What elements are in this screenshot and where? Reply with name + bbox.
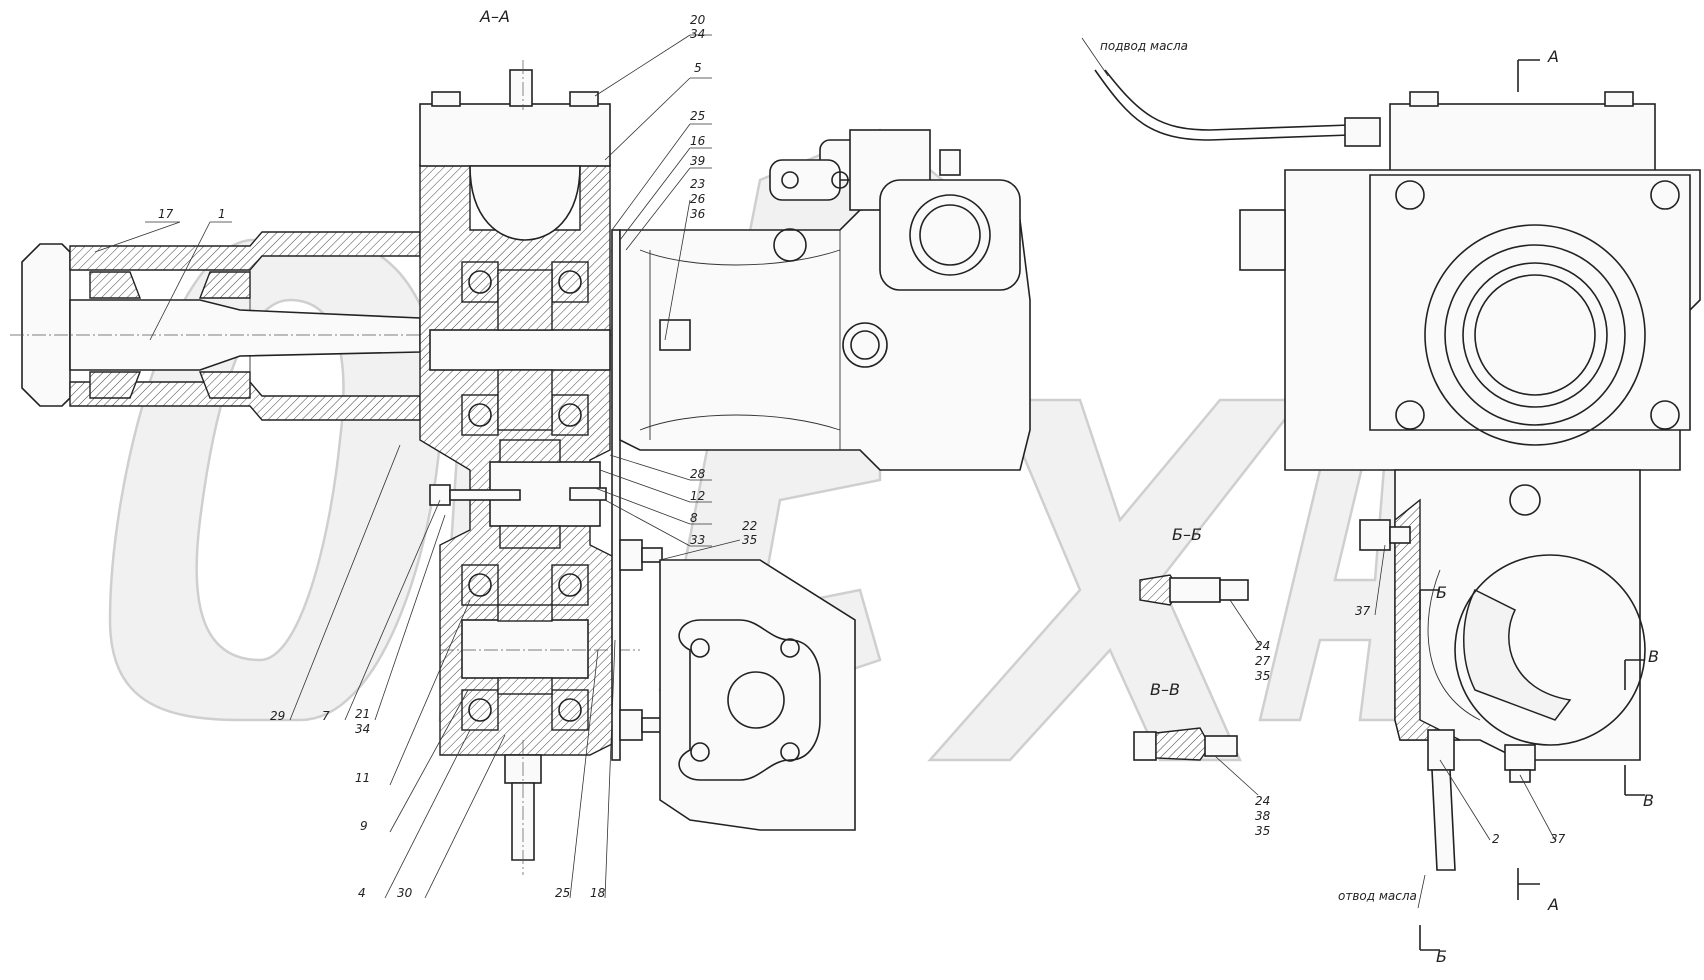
callout-28: 28	[690, 467, 706, 481]
callout-27: 27	[1255, 654, 1271, 668]
oil-inlet-label: подвод масла	[1100, 39, 1188, 53]
cut-b-side: Б	[1436, 583, 1447, 602]
callout-11: 11	[355, 771, 370, 785]
callout-36: 36	[690, 207, 706, 221]
callout-2: 2	[1492, 832, 1500, 846]
callout-20: 20	[690, 13, 706, 27]
callout-34-b: 34	[355, 722, 370, 736]
callout-30: 30	[397, 886, 413, 900]
cut-v-side: В	[1648, 647, 1659, 666]
callout-24-b: 24	[1255, 794, 1270, 808]
callout-26: 26	[690, 192, 706, 206]
callout-25: 25	[690, 109, 705, 123]
callout-38: 38	[1255, 809, 1271, 823]
section-vv-title: В–В	[1150, 680, 1180, 699]
callout-35-c: 35	[1255, 824, 1270, 838]
section-bb-detail: Б–Б	[1139, 525, 1261, 646]
callout-18: 18	[590, 886, 606, 900]
callout-23: 23	[690, 177, 705, 191]
callout-29: 29	[270, 709, 285, 723]
callout-1: 1	[218, 207, 226, 221]
oil-outlet-label: отвод масла	[1338, 889, 1417, 903]
side-view: отвод масла А А Б Б В В	[1239, 47, 1701, 966]
callout-17: 17	[158, 207, 174, 221]
callout-22: 22	[742, 519, 757, 533]
callout-leaders	[94, 34, 1556, 899]
section-vv-detail: В–В	[1133, 680, 1259, 796]
callout-21: 21	[355, 707, 370, 721]
callout-37-b: 37	[1550, 832, 1566, 846]
callout-35-a: 35	[742, 533, 757, 547]
section-aa-title: А–А	[479, 7, 510, 26]
callout-34: 34	[690, 27, 705, 41]
callout-24-a: 24	[1255, 639, 1270, 653]
cut-b-bottom: Б	[1436, 947, 1447, 966]
section-bb-title: Б–Б	[1172, 525, 1202, 544]
cut-v-bottom: В	[1643, 791, 1654, 810]
callout-5: 5	[694, 61, 702, 75]
callout-4: 4	[358, 886, 366, 900]
callout-8: 8	[690, 511, 698, 525]
oil-inlet-pipe: подвод масла	[1081, 37, 1381, 147]
callout-25-b: 25	[555, 886, 570, 900]
callout-12: 12	[690, 489, 705, 503]
cut-a-bottom: А	[1547, 895, 1559, 914]
callout-35-b: 35	[1255, 669, 1270, 683]
callout-7: 7	[322, 709, 330, 723]
callout-33: 33	[690, 533, 705, 547]
section-aa-view: А–А	[10, 7, 1031, 875]
callout-37-a: 37	[1355, 604, 1371, 618]
callout-39: 39	[690, 154, 705, 168]
cut-a-top: А	[1547, 47, 1559, 66]
callout-labels: 20 34 5 25 16 39 23 26 36 28 12 8 33 22 …	[158, 13, 1566, 900]
callout-9: 9	[360, 819, 368, 833]
callout-16: 16	[690, 134, 706, 148]
